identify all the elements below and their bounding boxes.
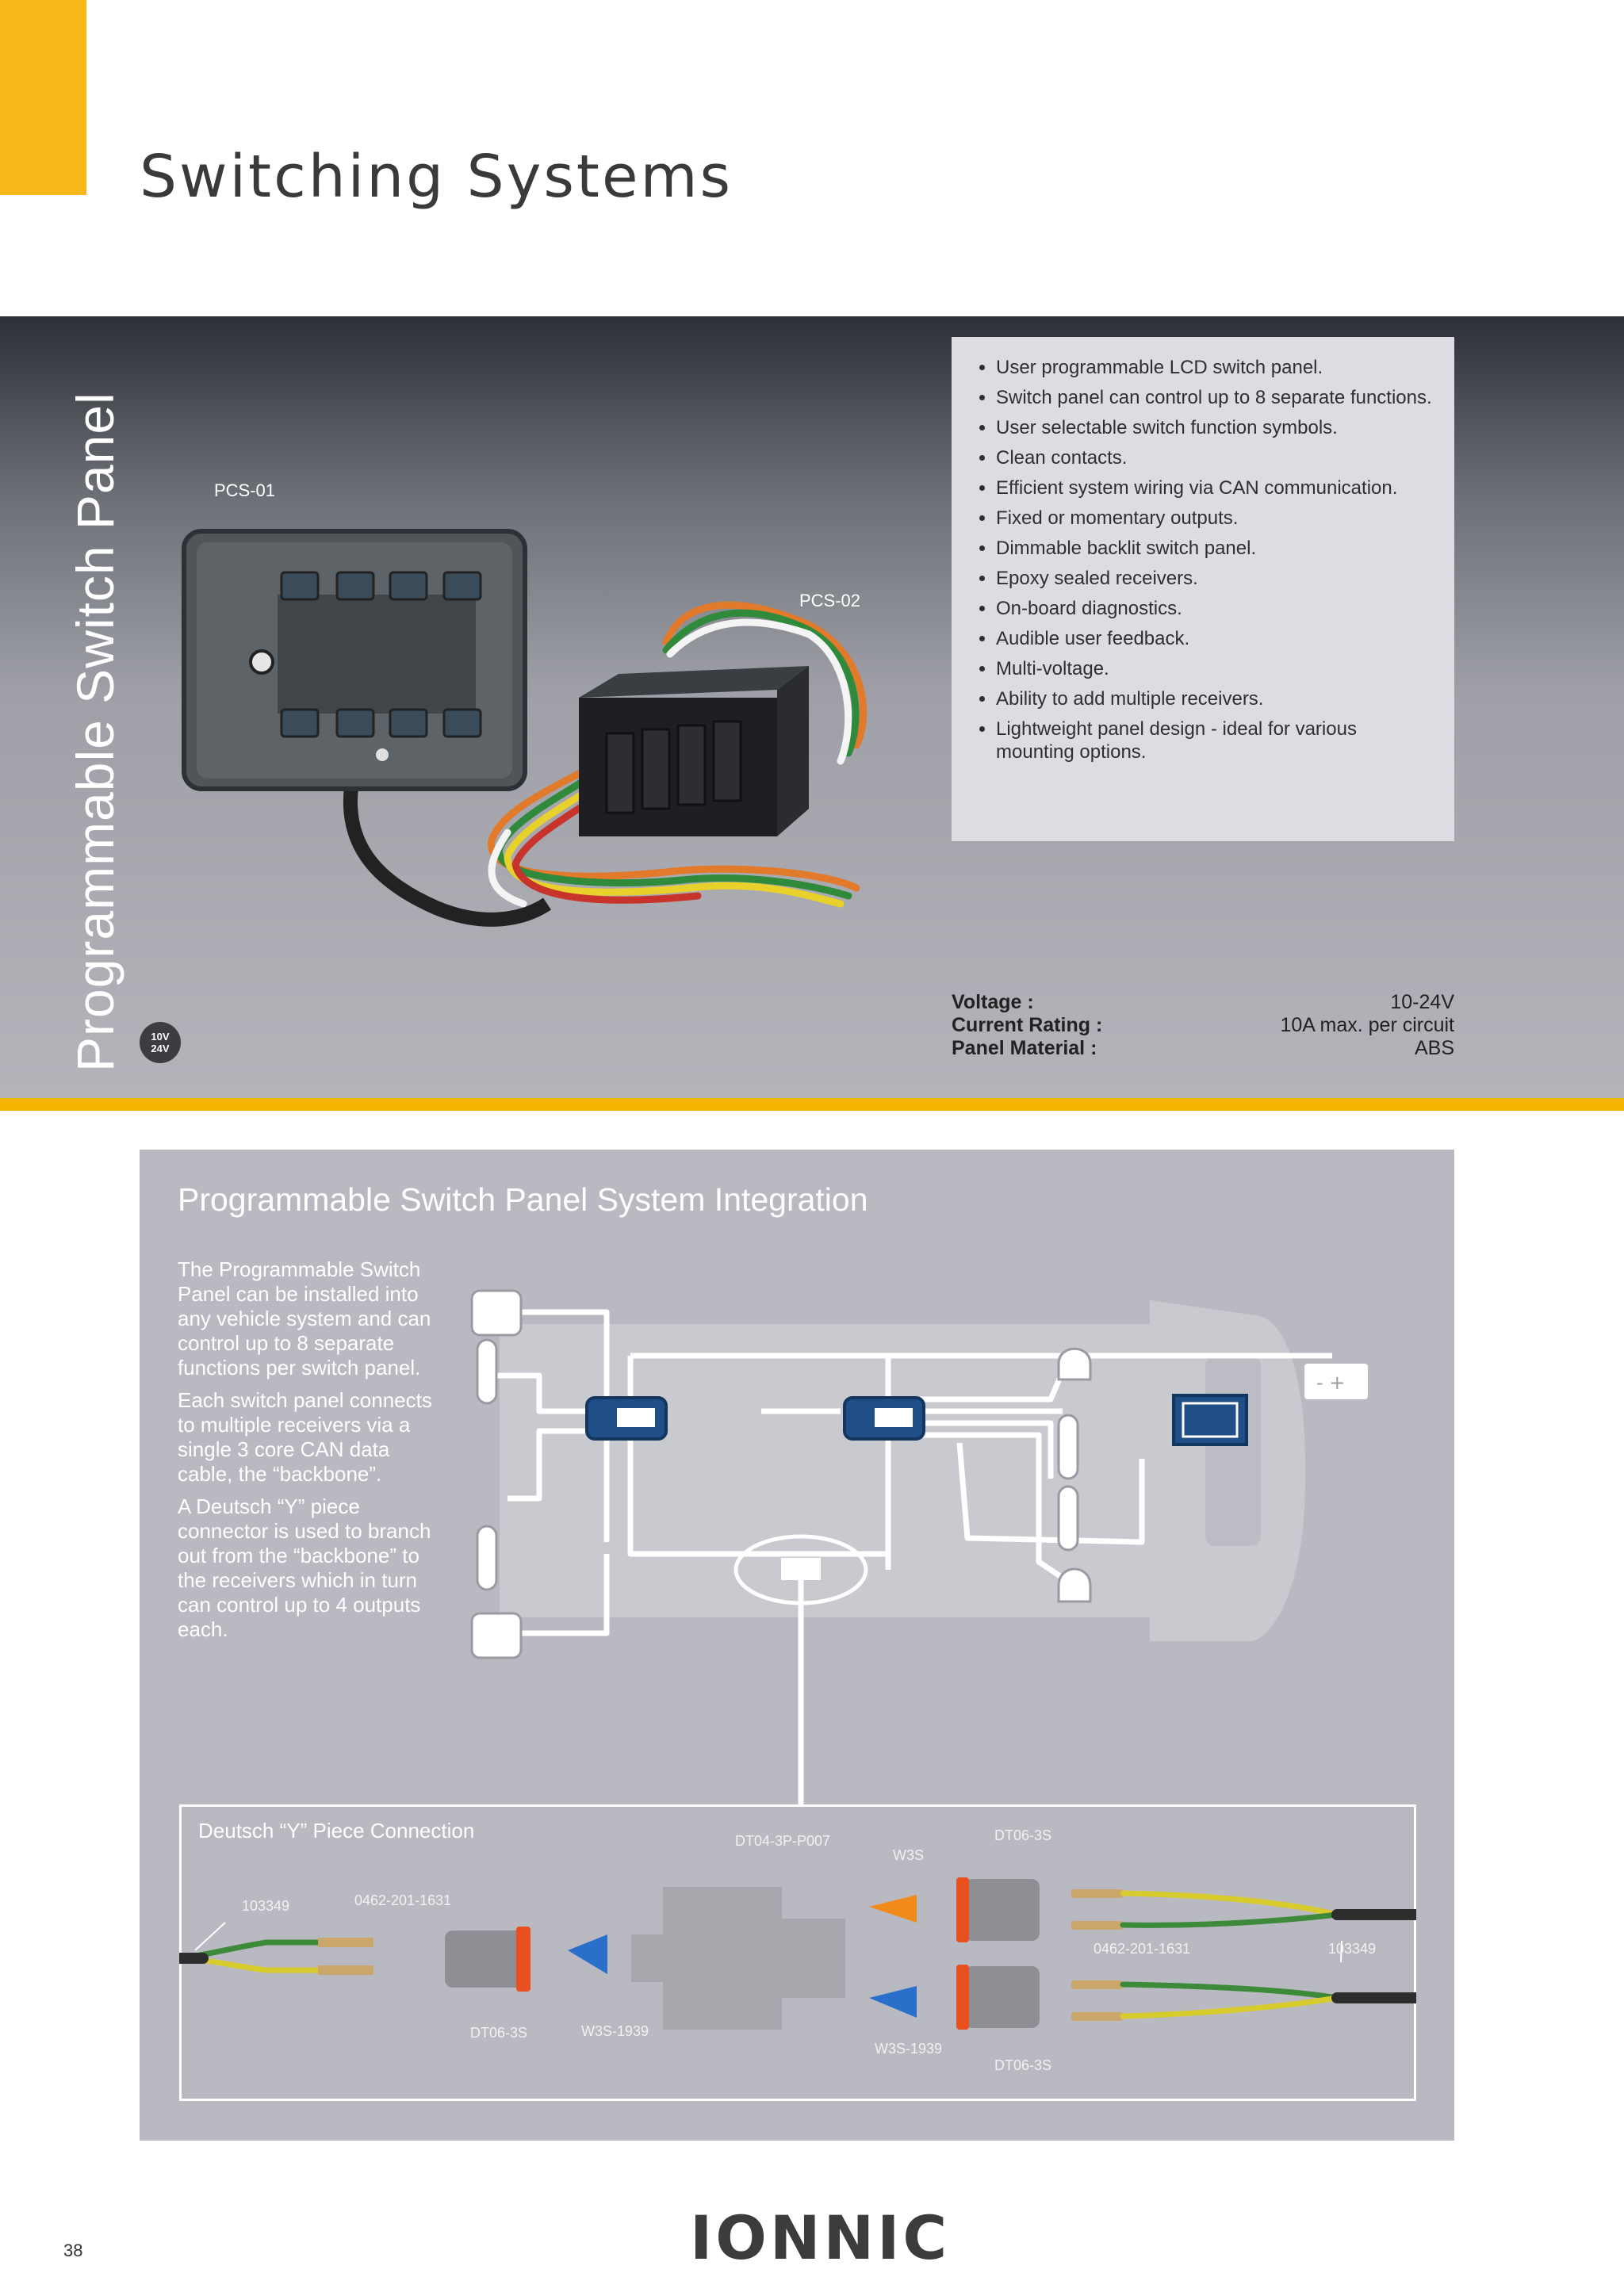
top-plug-image bbox=[964, 1879, 1040, 1941]
part-label: DT06-3S bbox=[470, 2025, 528, 2041]
bottom-plug-image bbox=[964, 1966, 1040, 2028]
spec-label: Panel Material : bbox=[952, 1037, 1097, 1059]
feature-item: Ability to add multiple receivers. bbox=[996, 687, 1438, 710]
svg-text:- +: - + bbox=[1316, 1372, 1345, 1394]
left-wedge-image bbox=[568, 1934, 607, 1974]
part-label: DT06-3S bbox=[994, 1827, 1052, 1843]
voltage-badge-icon: 10V 24V bbox=[140, 1022, 181, 1063]
receiver-icon bbox=[585, 1396, 668, 1441]
product-label-pcs01: PCS-01 bbox=[214, 480, 276, 500]
spec-value: ABS bbox=[1414, 1037, 1454, 1059]
feature-item: Lightweight panel design - ideal for var… bbox=[996, 718, 1438, 763]
rear-light-cluster-icon bbox=[470, 1612, 523, 1659]
feature-item: Efficient system wiring via CAN communic… bbox=[996, 476, 1438, 499]
truck-silhouette-icon bbox=[500, 1300, 1306, 1641]
deutsch-connection-title: Deutsch “Y” Piece Connection bbox=[198, 1819, 475, 1843]
rear-light-cluster-icon bbox=[470, 1289, 523, 1337]
part-label: W3S-1939 bbox=[581, 2023, 649, 2039]
feature-item: Multi-voltage. bbox=[996, 657, 1438, 680]
features-box: User programmable LCD switch panel. Swit… bbox=[952, 337, 1454, 841]
deutsch-connector-illustration bbox=[179, 1877, 1416, 2030]
part-label: DT06-3S bbox=[994, 2057, 1052, 2073]
part-label: 0462-201-1631 bbox=[354, 1892, 452, 1908]
feature-item: Dimmable backlit switch panel. bbox=[996, 537, 1438, 560]
spec-label: Voltage : bbox=[952, 991, 1034, 1013]
marker-light-icon bbox=[1057, 1414, 1079, 1480]
spec-value: 10-24V bbox=[1390, 991, 1454, 1013]
section-side-title: Programmable Switch Panel bbox=[66, 392, 124, 1072]
system-wiring-diagram: - + bbox=[470, 1289, 1368, 1804]
feature-item: Audible user feedback. bbox=[996, 627, 1438, 650]
page-number: 38 bbox=[63, 2241, 83, 2260]
switch-panel-icon bbox=[1172, 1394, 1248, 1446]
marker-light-icon bbox=[476, 1525, 498, 1591]
feature-item: Switch panel can control up to 8 separat… bbox=[996, 386, 1438, 409]
integration-heading: Programmable Switch Panel System Integra… bbox=[178, 1181, 868, 1218]
part-label: DT04-3P-P007 bbox=[735, 1833, 831, 1849]
beacon-icon bbox=[1057, 1567, 1092, 1603]
feature-item: Fixed or momentary outputs. bbox=[996, 507, 1438, 530]
spec-label: Current Rating : bbox=[952, 1014, 1103, 1036]
spec-row-current: Current Rating : 10A max. per circuit bbox=[952, 1014, 1454, 1037]
battery-icon: - + bbox=[1304, 1364, 1368, 1399]
feature-item: User programmable LCD switch panel. bbox=[996, 356, 1438, 379]
feature-item: User selectable switch function symbols. bbox=[996, 416, 1438, 439]
part-label: 103349 bbox=[242, 1898, 290, 1914]
part-label: 103349 bbox=[1328, 1941, 1377, 1957]
product-label-pcs02: PCS-02 bbox=[799, 591, 861, 610]
description-paragraph: The Programmable Switch Panel can be ins… bbox=[178, 1257, 431, 1380]
beacon-icon bbox=[1057, 1347, 1092, 1381]
integration-description: The Programmable Switch Panel can be ins… bbox=[178, 1257, 447, 1650]
spec-row-voltage: Voltage : 10-24V bbox=[952, 991, 1454, 1014]
description-paragraph: A Deutsch “Y” piece connector is used to… bbox=[178, 1494, 431, 1641]
feature-item: Clean contacts. bbox=[996, 446, 1438, 469]
part-label: W3S bbox=[893, 1847, 925, 1863]
left-plug-image bbox=[445, 1931, 524, 1988]
receiver-icon bbox=[843, 1396, 925, 1441]
marker-light-icon bbox=[1057, 1485, 1079, 1552]
part-label: W3S-1939 bbox=[875, 2041, 943, 2057]
y-piece-image bbox=[631, 1887, 845, 2030]
marker-light-icon bbox=[476, 1338, 498, 1405]
accent-tab bbox=[0, 0, 86, 195]
description-paragraph: Each switch panel connects to multiple r… bbox=[178, 1388, 432, 1486]
features-list: User programmable LCD switch panel. Swit… bbox=[977, 356, 1438, 763]
voltage-badge-line-1: 10V bbox=[151, 1031, 170, 1043]
part-label: 0462-201-1631 bbox=[1094, 1941, 1191, 1957]
hero-divider bbox=[0, 1098, 1624, 1111]
receiver-pcs02-image bbox=[579, 666, 809, 836]
feature-item: Epoxy sealed receivers. bbox=[996, 567, 1438, 590]
page-title: Switching Systems bbox=[140, 143, 733, 211]
specs-table: Voltage : 10-24V Current Rating : 10A ma… bbox=[952, 991, 1454, 1060]
voltage-badge-line-2: 24V bbox=[151, 1043, 170, 1054]
top-wedge-image bbox=[869, 1895, 917, 1923]
switch-panel-pcs01-image bbox=[182, 529, 527, 791]
product-illustration bbox=[182, 529, 868, 927]
spec-value: 10A max. per circuit bbox=[1280, 1014, 1454, 1036]
feature-item: On-board diagnostics. bbox=[996, 597, 1438, 620]
bottom-wedge-image bbox=[869, 1986, 917, 2018]
brand-logo: IONNIC bbox=[690, 2202, 951, 2273]
y-piece-highlight-icon bbox=[733, 1534, 868, 1605]
spec-row-material: Panel Material : ABS bbox=[952, 1037, 1454, 1060]
